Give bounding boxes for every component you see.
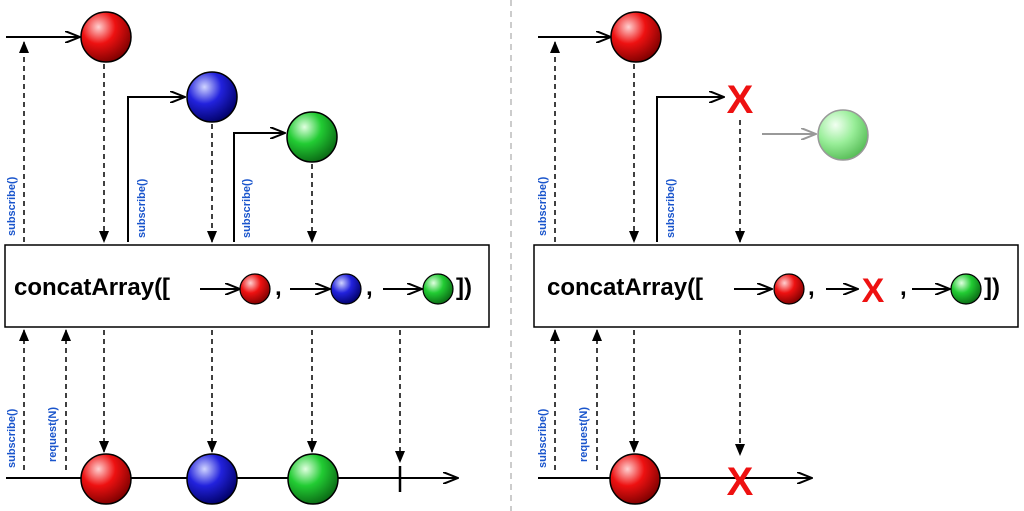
left-source2-blue-marble	[186, 71, 238, 123]
left-subscribe-label-2: subscribe()	[136, 178, 148, 238]
left-op-separator-1: ,	[275, 274, 282, 301]
right-operator-suffix: ])	[984, 274, 1000, 301]
right-subscribe-label-2: subscribe()	[665, 178, 677, 238]
left-output-green-marble	[287, 453, 339, 505]
right-op-separator-2: ,	[900, 274, 907, 301]
right-op-separator-1: ,	[808, 274, 815, 301]
right-op-error-icon: X	[862, 272, 885, 310]
right-output-red-marble	[609, 453, 661, 505]
left-subscribe-label-3: subscribe()	[241, 178, 253, 238]
left-output-red-marble	[80, 453, 132, 505]
left-operator-prefix: concatArray([	[14, 274, 170, 301]
left-panel: subscribe() subscribe() subscribe() conc…	[4, 11, 490, 505]
left-source3-green-marble	[286, 111, 338, 163]
right-subscribe-label-1: subscribe()	[537, 176, 549, 236]
left-operator-suffix: ])	[456, 274, 472, 301]
right-output-error-icon: X	[727, 460, 754, 504]
left-downstream-request-label: request(N)	[47, 407, 59, 462]
right-operator-prefix: concatArray([	[547, 274, 703, 301]
left-op-green-marble	[422, 273, 454, 305]
right-source1-red-marble	[610, 11, 662, 63]
left-subscribe-label-1: subscribe()	[6, 176, 18, 236]
left-output-blue-marble	[186, 453, 238, 505]
left-op-separator-2: ,	[366, 274, 373, 301]
right-downstream-subscribe-label: subscribe()	[537, 408, 549, 468]
left-op-red-marble	[239, 273, 271, 305]
left-downstream-subscribe-label: subscribe()	[6, 408, 18, 468]
right-op-green-marble	[950, 273, 982, 305]
right-downstream-request-label: request(N)	[578, 407, 590, 462]
right-panel: X subscribe() subscribe() concatArray([ …	[533, 11, 1019, 505]
right-op-red-marble	[773, 273, 805, 305]
left-source1-red-marble	[80, 11, 132, 63]
right-source3-faded-green-marble	[817, 109, 869, 161]
right-source2-error-icon: X	[727, 78, 754, 122]
left-op-blue-marble	[330, 273, 362, 305]
